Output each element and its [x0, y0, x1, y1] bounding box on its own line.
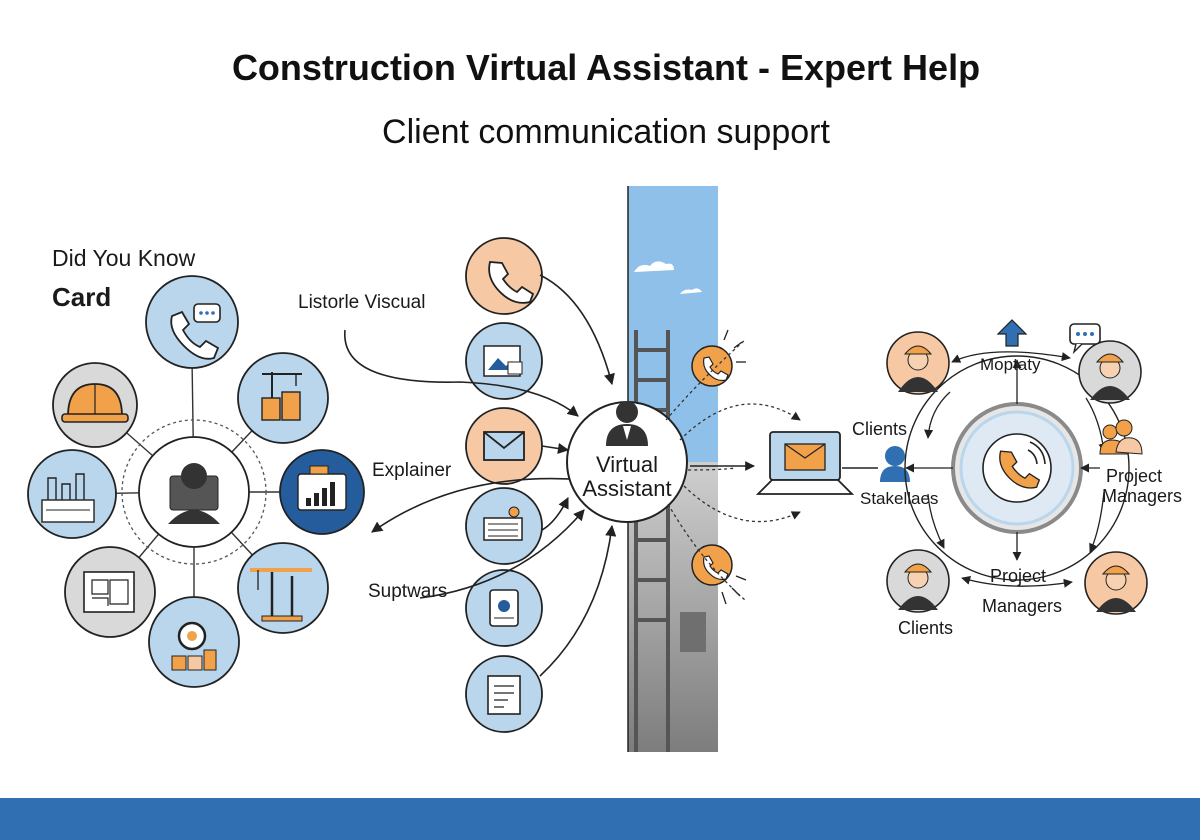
label-pm-right-2: Managers	[1102, 486, 1182, 506]
ringing-phone-icon	[703, 555, 729, 581]
female-engineer-icon	[1096, 565, 1136, 612]
form-document-icon	[487, 675, 521, 715]
chat-bubble-icon	[1069, 323, 1101, 355]
team-icon	[1099, 419, 1143, 455]
factory-plans-icon	[41, 473, 95, 523]
assistant-label-line1: Virtual	[596, 452, 658, 477]
node-form-document[interactable]	[465, 655, 543, 733]
label-listorle-viscual: Listorle Viscual	[298, 292, 425, 313]
person-male-worker[interactable]	[886, 549, 950, 613]
footer-band	[0, 798, 1200, 840]
node-magnifier-blocks[interactable]	[148, 596, 240, 688]
assistant-label-line2: Assistant	[582, 476, 671, 501]
node-blueprint[interactable]	[64, 546, 156, 638]
label-pm-right-1: Project	[1106, 466, 1162, 486]
tablet-icon	[489, 589, 519, 627]
node-email[interactable]	[465, 407, 543, 485]
label-moptaty: Moptaty	[980, 355, 1041, 374]
male-manager-icon	[1090, 353, 1130, 400]
label-pm-bottom-2: Managers	[982, 596, 1062, 616]
right-hub	[886, 319, 1148, 615]
node-phone[interactable]	[465, 237, 543, 315]
label-suptwars: Suptwars	[368, 581, 447, 602]
up-arrow-icon	[996, 319, 1028, 347]
female-worker-icon	[898, 345, 938, 392]
phone-chat-icon	[170, 303, 221, 360]
node-photo-document[interactable]	[465, 322, 543, 400]
blueprint-icon	[83, 571, 135, 613]
middle-column	[465, 237, 543, 733]
label-clients-top: Clients	[852, 419, 907, 439]
node-keyboard-settings[interactable]	[465, 487, 543, 565]
phone-icon	[488, 261, 535, 304]
node-dashboard[interactable]	[279, 449, 365, 535]
label-pm-bottom-1: Project	[990, 566, 1046, 586]
label-explainer: Explainer	[372, 460, 452, 481]
crane-building-icon	[261, 372, 302, 421]
worker-at-laptop-icon	[168, 463, 220, 524]
label-clients-bottom: Clients	[898, 618, 953, 638]
node-crane-building[interactable]	[237, 352, 329, 444]
male-worker-icon	[898, 563, 938, 610]
card-label-line2: Card	[52, 282, 111, 312]
assistant-avatar-icon	[606, 401, 648, 446]
dashboard-chart-icon	[297, 465, 347, 511]
laptop-email-icon[interactable]	[755, 431, 855, 495]
node-phone-chat[interactable]	[145, 275, 239, 369]
signal-lines	[665, 339, 801, 601]
email-icon	[483, 431, 525, 461]
node-tower-crane[interactable]	[237, 542, 329, 634]
person-male-manager[interactable]	[1078, 340, 1142, 404]
virtual-assistant-node[interactable]: Virtual Assistant	[566, 401, 688, 523]
node-factory-plans[interactable]	[27, 449, 117, 539]
hard-hat-icon	[61, 383, 129, 423]
person-female-engineer[interactable]	[1084, 551, 1148, 615]
ringing-phone-icon	[999, 450, 1041, 489]
left-hub	[27, 275, 365, 688]
page-title: Construction Virtual Assistant - Expert …	[232, 47, 980, 88]
photo-document-icon	[483, 345, 523, 377]
stakeholder-person-icon	[880, 446, 910, 482]
phone-badge-top[interactable]	[691, 329, 746, 387]
tower-crane-icon	[250, 568, 312, 622]
node-hard-hat[interactable]	[52, 362, 138, 448]
keyboard-settings-icon	[483, 506, 523, 541]
person-female-worker[interactable]	[886, 331, 950, 395]
node-tablet[interactable]	[465, 569, 543, 647]
magnifier-blocks-icon	[171, 621, 217, 671]
page-subtitle: Client communication support	[382, 113, 830, 151]
ringing-phone-icon	[703, 356, 729, 382]
middle-arrows	[344, 274, 617, 677]
card-label-line1: Did You Know	[52, 245, 196, 271]
label-stakeholders: Stakellaes	[860, 489, 938, 508]
